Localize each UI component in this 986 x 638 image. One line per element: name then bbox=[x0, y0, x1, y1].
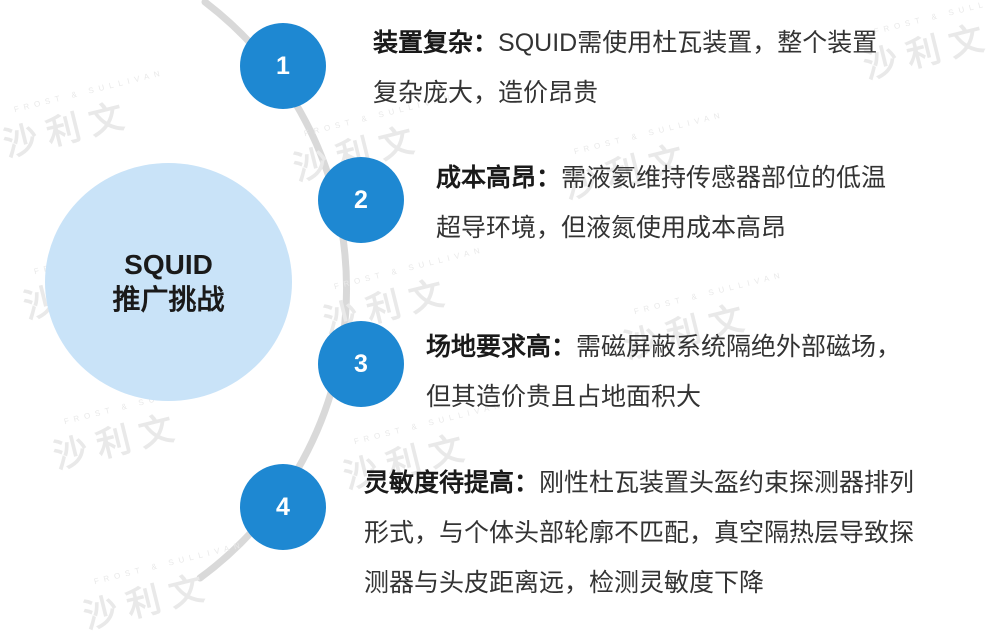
step-number-4: 4 bbox=[240, 464, 326, 550]
challenge-text: 形式，与个体头部轮廓不匹配，真空隔热层导致探 bbox=[364, 519, 915, 547]
center-title-line1: SQUID bbox=[124, 249, 213, 280]
challenge-title: 灵敏度待提高： bbox=[364, 469, 540, 497]
challenge-title: 装置复杂： bbox=[373, 29, 499, 57]
challenge-text: 测器与头皮距离远，检测灵敏度下降 bbox=[364, 569, 765, 597]
challenge-title: 场地要求高： bbox=[426, 333, 577, 361]
center-title-line2: 推广挑战 bbox=[112, 284, 225, 315]
challenge-text: 需磁屏蔽系统隔绝外部磁场， bbox=[576, 333, 902, 361]
challenge-title: 成本高昂： bbox=[436, 164, 562, 192]
challenge-item-3: 场地要求高：需磁屏蔽系统隔绝外部磁场， 但其造价贵且占地面积大 bbox=[426, 322, 901, 422]
step-number-1: 1 bbox=[240, 23, 326, 109]
challenge-text: 复杂庞大，造价昂贵 bbox=[373, 79, 599, 107]
step-number-2: 2 bbox=[318, 157, 404, 243]
challenge-text: 但其造价贵且占地面积大 bbox=[426, 383, 702, 411]
step-number-3: 3 bbox=[318, 321, 404, 407]
center-topic: SQUID 推广挑战 bbox=[45, 163, 292, 401]
challenge-text: 刚性杜瓦装置头盔约束探测器排列 bbox=[539, 469, 915, 497]
challenge-text: SQUID需使用杜瓦装置，整个装置 bbox=[498, 29, 878, 57]
challenge-item-1: 装置复杂：SQUID需使用杜瓦装置，整个装置 复杂庞大，造价昂贵 bbox=[373, 18, 877, 118]
challenge-item-4: 灵敏度待提高：刚性杜瓦装置头盔约束探测器排列 形式，与个体头部轮廓不匹配，真空隔… bbox=[364, 458, 914, 608]
challenge-text: 超导环境，但液氮使用成本高昂 bbox=[436, 214, 787, 242]
challenge-text: 需液氦维持传感器部位的低温 bbox=[561, 164, 887, 192]
challenge-item-2: 成本高昂：需液氦维持传感器部位的低温 超导环境，但液氮使用成本高昂 bbox=[436, 153, 886, 253]
